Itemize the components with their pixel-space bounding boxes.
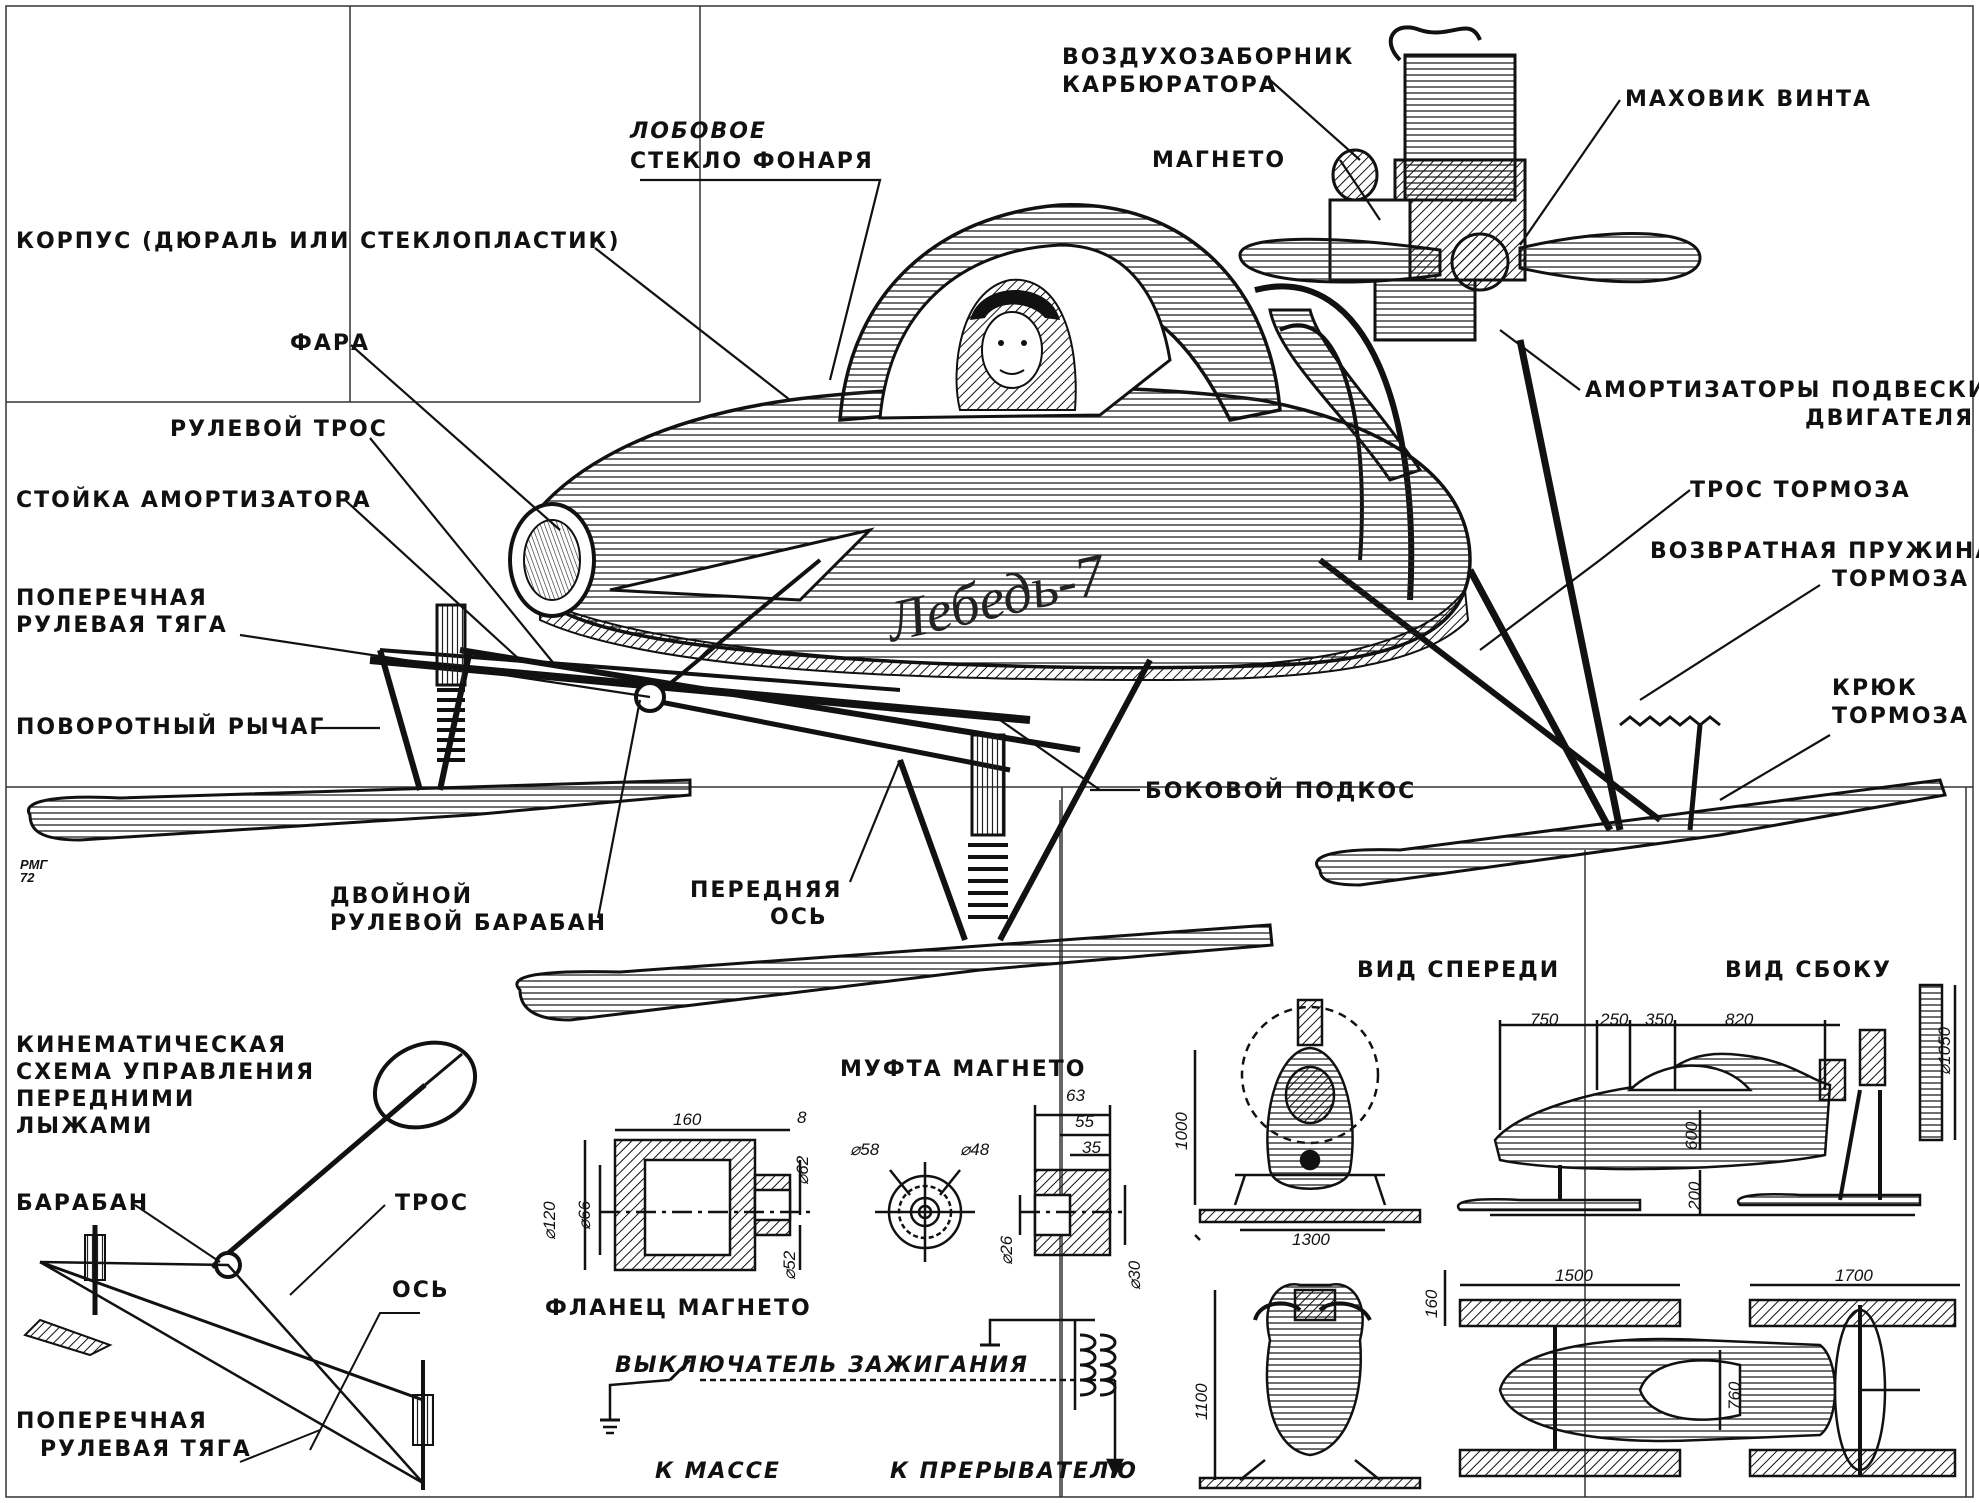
- side-view: [1456, 983, 1957, 1217]
- label-magneto-coupling: МУФТА МАГНЕТО: [840, 1057, 1087, 1082]
- dim-side-820: 820: [1725, 1010, 1754, 1029]
- label-steering-arm: ПОВОРОТНЫЙ РЫЧАГ: [16, 715, 326, 740]
- dim-side-250: 250: [1600, 1010, 1629, 1029]
- label-shock-strut: СТОЙКА АМОРТИЗАТОРА: [16, 488, 372, 513]
- label-kinematic-3: ПЕРЕДНИМИ: [16, 1087, 196, 1112]
- propeller: [1238, 232, 1702, 284]
- dim-coupling-d58: ⌀58: [850, 1140, 880, 1159]
- steering-wheel: [372, 1040, 478, 1130]
- label-brake-cable: ТРОС ТОРМОЗА: [1690, 478, 1911, 503]
- label-tie-rod-2b: РУЛЕВАЯ ТЯГА: [40, 1437, 252, 1462]
- dim-plan-160: 160: [1422, 1289, 1441, 1318]
- rear-strut: [1516, 339, 1624, 831]
- label-tie-rod-2a: ПОПЕРЕЧНАЯ: [16, 1409, 208, 1434]
- aerosled-main-view: [27, 25, 1947, 1022]
- top-view-front: [1198, 1283, 1422, 1490]
- dim-side-750: 750: [1530, 1010, 1559, 1029]
- arrow-emblem: [609, 527, 875, 602]
- label-double-drum-b: РУЛЕВОЙ БАРАБАН: [330, 911, 608, 936]
- label-headlamp: ФАРА: [290, 331, 370, 356]
- label-magneto-flange: ФЛАНЕЦ МАГНЕТО: [545, 1296, 812, 1321]
- label-to-breaker: К ПРЕРЫВАТЕЛЮ: [890, 1459, 1139, 1484]
- label-return-spring-a: ВОЗВРАТНАЯ ПРУЖИНА: [1650, 539, 1979, 564]
- label-tie-rod-1b: РУЛЕВАЯ ТЯГА: [16, 613, 228, 638]
- label-engine-mounts-b: ДВИГАТЕЛЯ: [1805, 406, 1975, 431]
- label-kinematic-1: КИНЕМАТИЧЕСКАЯ: [16, 1033, 288, 1058]
- plan-view: [1443, 1270, 1960, 1478]
- label-windscreen-a: ЛОБОВОЕ: [630, 119, 767, 144]
- dim-coupling-55: 55: [1075, 1112, 1094, 1131]
- label-brake-hook-b: ТОРМОЗА: [1832, 704, 1970, 729]
- label-axle: ОСЬ: [392, 1278, 450, 1303]
- label-steering-cable: РУЛЕВОЙ ТРОС: [170, 417, 388, 442]
- label-kinematic-4: ЛЫЖАМИ: [16, 1114, 154, 1139]
- kinematic-leaders: [134, 1204, 420, 1463]
- label-front-axle-a: ПЕРЕДНЯЯ: [690, 878, 843, 903]
- label-windscreen-b: СТЕКЛО ФОНАРЯ: [630, 149, 874, 174]
- dim-coupling-63: 63: [1066, 1086, 1085, 1105]
- author-mark: РМГ 72: [20, 857, 48, 885]
- pilot: [955, 278, 1077, 411]
- dim-side-600: 600: [1682, 1121, 1701, 1150]
- dim-flange-8: 8: [797, 1108, 807, 1127]
- label-front-view: ВИД СПЕРЕДИ: [1357, 958, 1561, 983]
- engine: [1328, 25, 1527, 342]
- magneto-flange-drawing: [583, 1128, 810, 1272]
- label-ignition-switch: ВЫКЛЮЧАТЕЛЬ ЗАЖИГАНИЯ: [615, 1353, 1029, 1378]
- label-magneto: МАГНЕТО: [1152, 148, 1287, 173]
- ignition-circuit: [600, 1318, 1124, 1478]
- magneto-coupling-drawing: [875, 1105, 1127, 1262]
- dim-flange-d52: ⌀52: [780, 1250, 799, 1280]
- label-side-brace: БОКОВОЙ ПОДКОС: [1145, 779, 1417, 804]
- label-carb-intake-b: КАРБЮРАТОРА: [1062, 73, 1278, 98]
- label-carb-intake-a: ВОЗДУХОЗАБОРНИК: [1062, 45, 1355, 70]
- kinematic-scheme: [23, 1040, 478, 1490]
- dim-plan-1700: 1700: [1835, 1266, 1873, 1285]
- leader-lines: [239, 79, 1831, 919]
- label-engine-mounts-a: АМОРТИЗАТОРЫ ПОДВЕСКИ: [1585, 378, 1979, 403]
- front-suspension: [369, 558, 1153, 942]
- label-tie-rod-1a: ПОПЕРЕЧНАЯ: [16, 586, 208, 611]
- paper-frame: [5, 5, 1974, 1498]
- dim-coupling-35: 35: [1082, 1138, 1101, 1157]
- dim-coupling-d26: ⌀26: [997, 1235, 1016, 1265]
- rear-ski: [1315, 778, 1947, 887]
- label-cable: ТРОС: [395, 1191, 469, 1216]
- label-double-drum-a: ДВОЙНОЙ: [330, 884, 474, 909]
- label-flywheel: МАХОВИК ВИНТА: [1625, 87, 1873, 112]
- front-view: [1193, 998, 1422, 1241]
- dim-flange-160: 160: [673, 1110, 702, 1129]
- label-side-view: ВИД СБОКУ: [1725, 958, 1892, 983]
- label-drum: БАРАБАН: [16, 1191, 150, 1216]
- dim-coupling-d48: ⌀48: [960, 1140, 990, 1159]
- label-to-ground: К МАССЕ: [655, 1459, 781, 1484]
- label-brake-hook-a: КРЮК: [1832, 676, 1918, 701]
- right-front-ski: [515, 923, 1274, 1022]
- label-kinematic-2: СХЕМА УПРАВЛЕНИЯ: [16, 1060, 316, 1085]
- dim-top-1100: 1100: [1192, 1383, 1211, 1420]
- dim-side-d1050: ⌀1050: [1935, 1026, 1954, 1075]
- dim-side-350: 350: [1645, 1010, 1674, 1029]
- dim-front-1000: 1000: [1172, 1112, 1191, 1150]
- dim-flange-d62: ⌀62: [793, 1155, 812, 1185]
- left-front-ski: [27, 778, 692, 842]
- dim-front-1300: 1300: [1292, 1230, 1330, 1249]
- brake-spring: [1619, 715, 1721, 727]
- dim-flange-d120: ⌀120: [540, 1201, 559, 1240]
- dim-plan-760: 760: [1725, 1381, 1744, 1410]
- label-front-axle-b: ОСЬ: [770, 905, 828, 930]
- dim-side-200: 200: [1685, 1181, 1704, 1210]
- dim-plan-1500: 1500: [1555, 1266, 1593, 1285]
- label-return-spring-b: ТОРМОЗА: [1832, 567, 1970, 592]
- label-hull: КОРПУС (ДЮРАЛЬ ИЛИ СТЕКЛОПЛАСТИК): [16, 229, 621, 254]
- dim-flange-d66: ⌀66: [575, 1200, 594, 1230]
- dim-coupling-d30: ⌀30: [1125, 1260, 1144, 1290]
